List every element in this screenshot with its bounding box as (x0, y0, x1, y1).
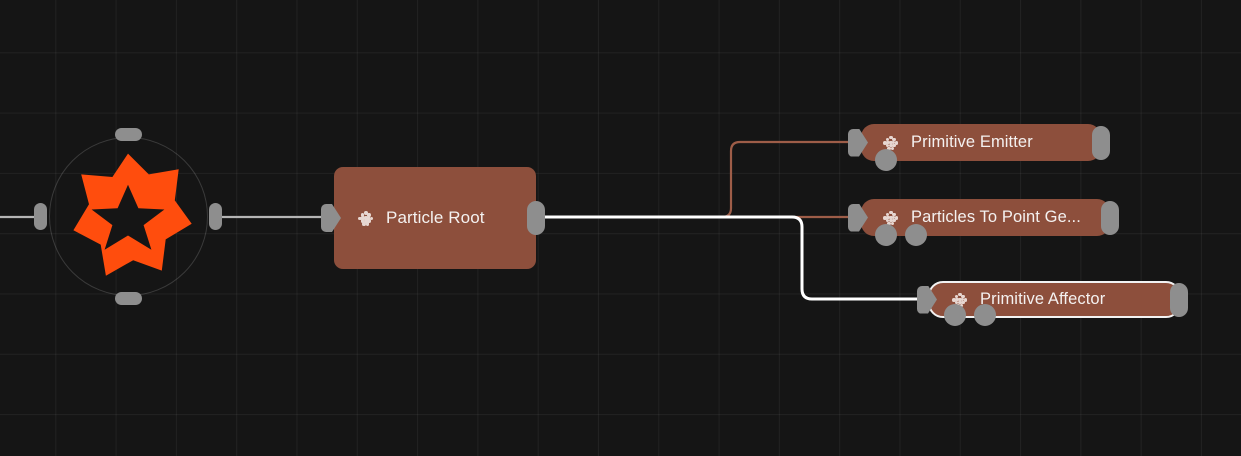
particle-cluster-icon (881, 135, 899, 151)
node-primitive-affector-output-port[interactable] (1170, 282, 1188, 317)
node-particle-root[interactable]: Particle Root (321, 167, 545, 269)
node-particles-to-point-geometry-bottom-port-2[interactable] (905, 224, 927, 246)
source-node-right-port[interactable] (209, 203, 222, 230)
star-burst-icon (73, 153, 192, 276)
node-primitive-affector-bottom-port-2[interactable] (974, 304, 996, 326)
particle-cluster-icon (950, 292, 968, 308)
node-primitive-affector-label: Primitive Affector (980, 290, 1106, 308)
source-node-left-port[interactable] (34, 203, 47, 230)
node-primitive-affector[interactable]: Primitive Affector (917, 281, 1188, 326)
particle-cluster-icon (881, 210, 899, 226)
node-particles-to-point-geometry-input-port[interactable] (848, 203, 868, 232)
source-node-bottom-port[interactable] (115, 292, 142, 305)
wire-particle-root-to-primitive-emitter[interactable] (534, 140, 863, 219)
node-particles-to-point-geometry[interactable]: Particles To Point Ge... (848, 199, 1119, 246)
node-particles-to-point-geometry-bottom-port-1[interactable] (875, 224, 897, 246)
node-particle-root-label: Particle Root (386, 208, 485, 227)
node-particles-to-point-geometry-label: Particles To Point Ge... (911, 208, 1081, 226)
node-primitive-affector-bottom-port-1[interactable] (944, 304, 966, 326)
node-primitive-emitter-output-port[interactable] (1092, 125, 1110, 160)
node-primitive-emitter-label: Primitive Emitter (911, 133, 1033, 151)
node-primitive-emitter-bottom-port-1[interactable] (875, 149, 897, 171)
particle-source-star-node[interactable] (34, 128, 222, 305)
node-particle-root-input-port[interactable] (321, 204, 341, 232)
node-primitive-emitter[interactable]: Primitive Emitter (848, 124, 1110, 171)
particle-cluster-icon (356, 210, 374, 226)
node-primitive-emitter-input-port[interactable] (848, 128, 868, 157)
node-particle-root-output-port[interactable] (527, 201, 545, 235)
source-node-top-port[interactable] (115, 128, 142, 141)
node-primitive-affector-input-port[interactable] (917, 285, 937, 314)
node-particles-to-point-geometry-output-port[interactable] (1101, 200, 1119, 235)
